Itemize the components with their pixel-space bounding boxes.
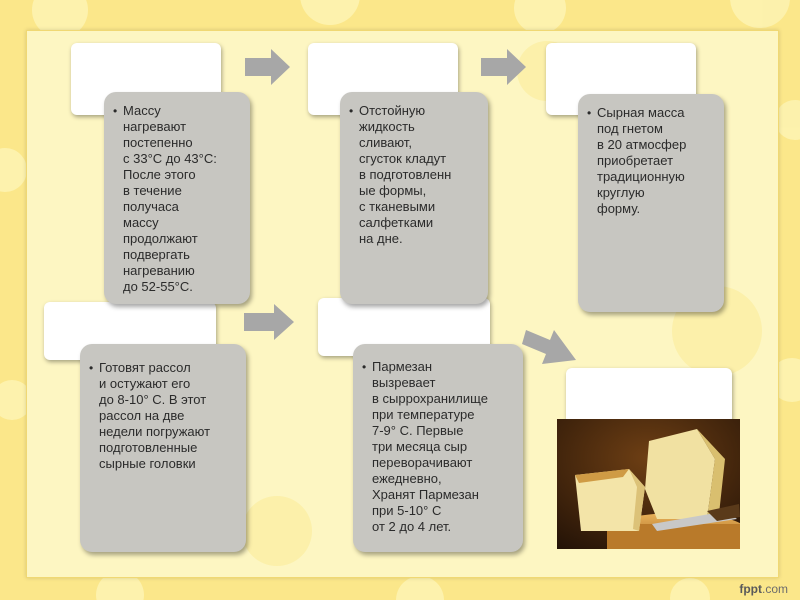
brand-watermark: fppt.com bbox=[739, 582, 788, 596]
step-text-4: Готовят рассол и остужают его до 8-10° С… bbox=[89, 360, 240, 472]
brand-name: fppt bbox=[739, 582, 762, 596]
step-card-4: Готовят рассол и остужают его до 8-10° С… bbox=[80, 344, 246, 552]
step-text-1: Массу нагревают постепенно с 33°С до 43°… bbox=[113, 103, 242, 295]
step-card-1: Массу нагревают постепенно с 33°С до 43°… bbox=[104, 92, 250, 304]
arrow-right-icon bbox=[481, 49, 526, 85]
step-text-3: Сырная масса под гнетом в 20 атмосфер пр… bbox=[587, 105, 716, 217]
step-card-2: Отстойную жидкость сливают, сгусток клад… bbox=[340, 92, 488, 304]
step-header-6 bbox=[566, 368, 732, 424]
arrow-right-icon bbox=[245, 49, 290, 85]
arrow-down-right-icon bbox=[522, 330, 576, 364]
step-text-5: Пармезан вызревает в сыррохранилище при … bbox=[362, 359, 519, 535]
step-text-2: Отстойную жидкость сливают, сгусток клад… bbox=[349, 103, 480, 247]
parmesan-cheese-photo bbox=[557, 419, 740, 549]
step-card-3: Сырная масса под гнетом в 20 атмосфер пр… bbox=[578, 94, 724, 312]
step-card-5: Пармезан вызревает в сыррохранилище при … bbox=[353, 344, 523, 552]
arrow-right-icon bbox=[244, 304, 294, 340]
brand-suffix: .com bbox=[761, 582, 788, 596]
